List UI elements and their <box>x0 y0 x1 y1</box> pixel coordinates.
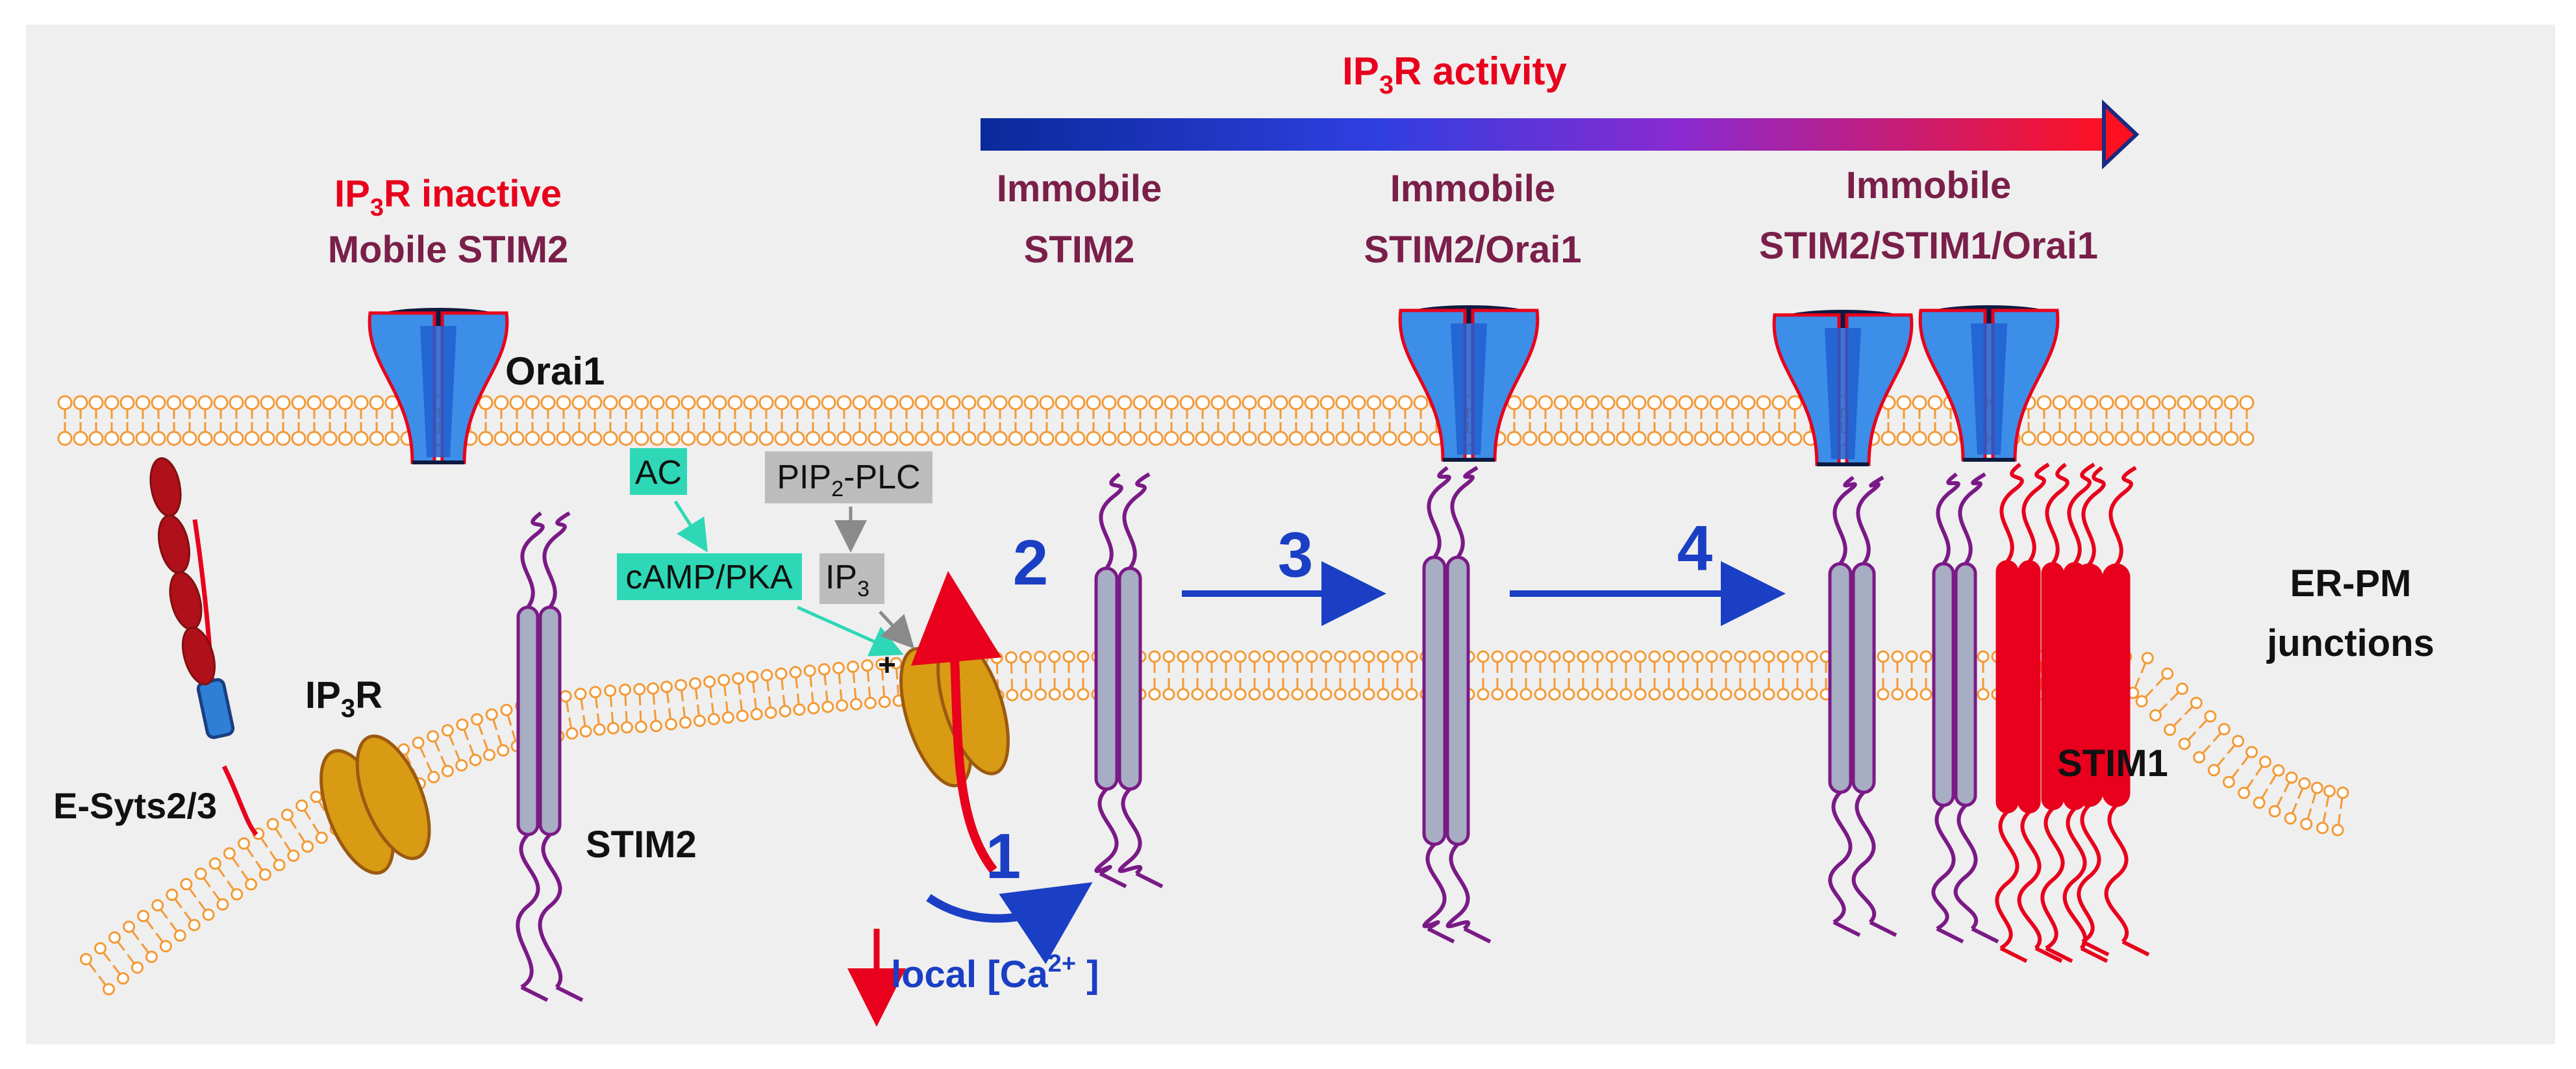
ip3r-label: IP3R <box>305 674 382 723</box>
ip3-label: IP3 <box>825 559 869 601</box>
stim-dimer <box>1094 472 1164 888</box>
state-s4-line1: Immobile <box>1846 164 2012 207</box>
local-ca-label: local [Ca2+ ] <box>891 950 1099 996</box>
ip3-box <box>819 553 884 604</box>
erpm-label-line1: ER-PM <box>2290 562 2412 605</box>
camp-box <box>617 553 802 600</box>
activity-gradient-arrow <box>981 99 2140 170</box>
erpm-label-line2: junctions <box>2266 622 2434 664</box>
state-s3-line2: STIM2/Orai1 <box>1364 229 1581 271</box>
orai1-channel <box>1398 305 1540 462</box>
plasma-membrane <box>57 395 2255 446</box>
camp-label: cAMP/PKA <box>625 559 792 596</box>
stim-dimer <box>1931 472 1999 944</box>
ip3r-inactive <box>319 734 431 875</box>
esyts-protein <box>149 457 258 836</box>
state-s4-line2: STIM2/STIM1/Orai1 <box>1759 225 2098 267</box>
state-inactive-line1: IP3R inactive <box>334 173 562 221</box>
state-inactive-line2: Mobile STIM2 <box>328 229 569 271</box>
stim2-label: STIM2 <box>586 824 697 866</box>
orai1-channel <box>368 308 509 464</box>
stim-dimer <box>1422 466 1492 944</box>
step1-arrow <box>926 882 1093 964</box>
state-s3-line1: Immobile <box>1390 168 1556 210</box>
background-panel <box>26 25 2555 1044</box>
state-s2-line1: Immobile <box>997 168 1162 210</box>
step-2: 2 <box>1013 527 1049 598</box>
esyts-label: E-Syts2/3 <box>53 785 217 826</box>
plus-sign: + <box>878 648 896 683</box>
step-3: 3 <box>1278 519 1314 590</box>
stim-dimer <box>2075 466 2150 957</box>
stim-proteins <box>516 462 2150 1002</box>
stim1-label: STIM1 <box>2057 742 2168 785</box>
ca-release-arrow <box>910 571 1002 874</box>
ip3-to-ip3r-arrow <box>879 610 915 649</box>
activity-title: IP3R activity <box>1342 49 1567 99</box>
ac-to-camp-arrow <box>673 500 708 553</box>
ac-label: AC <box>635 454 682 492</box>
orai1-channel <box>1918 305 2060 462</box>
pip2-plc-label: PIP2-PLC <box>777 459 920 501</box>
stim-dimer <box>1995 462 2063 963</box>
step-1: 1 <box>986 820 1021 892</box>
step-4: 4 <box>1677 512 1713 584</box>
orai1-channel <box>1772 310 1914 466</box>
ac-box <box>630 448 687 495</box>
stim-dimer <box>516 511 584 1002</box>
orai1-label: Orai1 <box>505 349 605 393</box>
state-s2-line2: STIM2 <box>1024 229 1135 271</box>
stim-dimer <box>1828 475 1897 937</box>
orai1-channels <box>368 305 2060 466</box>
pip2-plc-box <box>765 451 932 503</box>
camp-to-ip3r-arrow <box>796 605 904 657</box>
